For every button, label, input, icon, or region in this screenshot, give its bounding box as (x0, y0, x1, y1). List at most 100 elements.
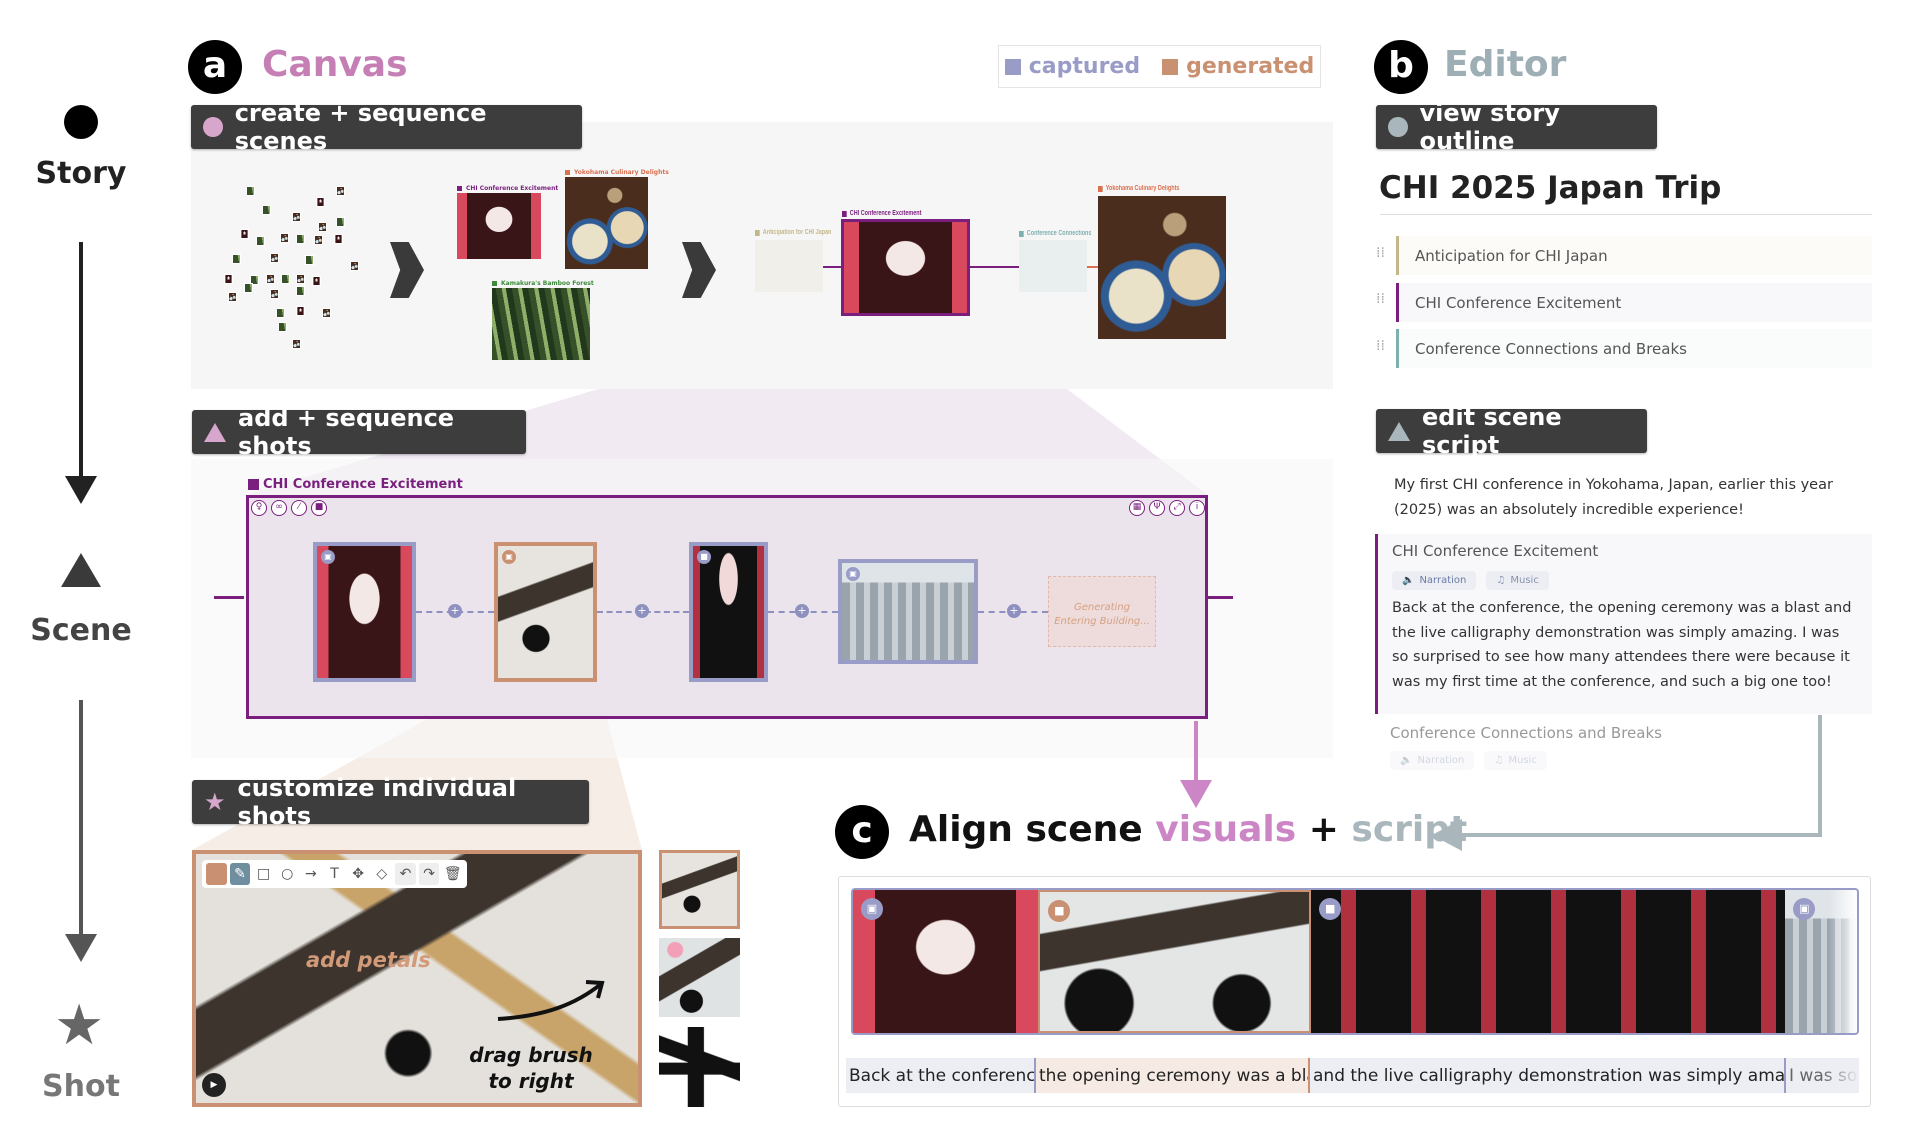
image-icon: ▣ (502, 550, 516, 564)
image-icon: ▣ (846, 567, 860, 581)
scene-card-connections[interactable] (1019, 240, 1087, 292)
narration-chip[interactable]: 🔈Narration (1392, 571, 1477, 590)
filmstrip-shot[interactable]: ■ (1311, 890, 1786, 1033)
scene-script-title: CHI Conference Excitement (1392, 542, 1599, 560)
video-icon: ■ (697, 550, 711, 564)
filmstrip[interactable]: ▣ ■ ■ ▣ (851, 888, 1859, 1035)
trash-icon[interactable]: 🗑 (443, 866, 462, 882)
shot-variant-thumbnail[interactable] (659, 850, 740, 929)
arrow-scene-to-shot (79, 700, 83, 940)
undo-icon[interactable]: ↶ (395, 863, 416, 885)
caption-segment[interactable]: and the live calligraphy demonstration w… (1310, 1058, 1786, 1093)
triangle-icon (1388, 421, 1410, 441)
add-sequence-shots-button[interactable]: add + sequence shots (192, 404, 526, 460)
generated-swatch (1162, 58, 1179, 75)
pencil-icon[interactable]: ✎ (229, 863, 251, 885)
star-icon: ★ (204, 788, 226, 816)
narration-chip[interactable]: 🔈Narration (1390, 751, 1475, 770)
magic-wand-icon[interactable]: ⁄ (291, 500, 307, 516)
scene-title: CHI Conference Excitement (248, 477, 463, 492)
next-scene-script[interactable]: Conference Connections and Breaks 🔈Narra… (1390, 724, 1662, 770)
filmstrip-shot[interactable]: ▣ (853, 890, 1039, 1033)
music-chip[interactable]: ♫Music (1486, 571, 1549, 590)
link-icon[interactable]: ∞ (271, 500, 287, 516)
captured-swatch (1004, 58, 1021, 75)
filmstrip-shot[interactable]: ■ (1038, 890, 1312, 1033)
redo-icon[interactable]: ↷ (418, 863, 440, 885)
lightbulb-icon[interactable]: ♀ (251, 500, 267, 516)
scene-connector (1087, 266, 1098, 268)
badge-a: a (188, 40, 242, 94)
photo-thumbnail (314, 235, 323, 245)
title-divider (1380, 214, 1872, 215)
video-icon: ■ (1048, 900, 1071, 922)
scene-card-chi-conference[interactable] (841, 219, 970, 316)
story-dot-icon (64, 105, 98, 139)
drag-handle-icon[interactable]: ⁞⁞ (1376, 291, 1385, 307)
caption-segment[interactable]: I was so (1789, 1065, 1858, 1086)
expand-icon[interactable]: ⤢ (1169, 500, 1185, 516)
scene-connector (823, 266, 841, 268)
filmstrip-shot[interactable]: ▣ (1785, 890, 1857, 1033)
shot-variant-thumbnail[interactable] (659, 1027, 740, 1107)
add-shot-button[interactable]: + (635, 604, 649, 618)
view-story-outline-button[interactable]: view story outline (1376, 99, 1657, 155)
scene-card-anticipation[interactable] (755, 240, 823, 292)
circle-icon[interactable]: ○ (281, 866, 294, 882)
shot-card[interactable]: ■ (689, 542, 768, 682)
music-chip[interactable]: ♫Music (1484, 751, 1547, 770)
photo-thumbnail (318, 222, 327, 232)
arrow-story-to-scene (79, 242, 83, 482)
editor-title: Editor (1444, 44, 1567, 85)
photo-thumbnail (276, 308, 285, 318)
photo-thumbnail (305, 255, 314, 265)
shot-editor-canvas[interactable]: ✎ □ ○ → T ✥ ◇ ↶ ↷ 🗑 add petals drag brus… (192, 850, 642, 1107)
add-shot-button[interactable]: + (795, 604, 809, 618)
music-note-icon: ♫ (1496, 575, 1506, 586)
create-sequence-scenes-button[interactable]: create + sequence scenes (191, 99, 582, 155)
color-swatch[interactable] (206, 863, 227, 885)
rectangle-icon[interactable]: □ (256, 866, 271, 882)
shot-card[interactable]: ▣ (313, 542, 416, 682)
photo-thumbnail (281, 274, 290, 284)
scene-script-block[interactable]: CHI Conference Excitement 🔈Narration ♫Mus… (1375, 534, 1872, 714)
customize-shots-button[interactable]: ★ customize individual shots (192, 774, 589, 830)
arrowhead-icon (1180, 780, 1212, 808)
info-icon[interactable]: i (1189, 500, 1205, 516)
add-shot-button[interactable]: + (1007, 604, 1021, 618)
add-shot-button[interactable]: + (448, 604, 462, 618)
speaker-icon: 🔈 (1402, 575, 1415, 586)
script-caption-strip[interactable]: Back at the conference, the opening cere… (846, 1058, 1859, 1093)
shot-variant-thumbnail[interactable] (659, 938, 740, 1017)
caption-segment[interactable]: Back at the conference, (846, 1058, 1036, 1093)
edit-scene-script-button[interactable]: edit scene script (1376, 403, 1647, 459)
photo-thumbnail (336, 217, 345, 227)
photo-thumbnail (322, 308, 331, 318)
triangle-icon (204, 422, 226, 442)
scene-script-text[interactable]: Back at the conference, the opening cere… (1392, 600, 1852, 690)
drag-handle-icon[interactable]: ⁞⁞ (1376, 338, 1385, 354)
video-icon[interactable]: ■ (311, 500, 327, 516)
photo-thumbnail (266, 274, 275, 284)
outline-item[interactable]: Conference Connections and Breaks (1396, 329, 1872, 368)
photo-thumbnail (316, 197, 325, 207)
eraser-icon[interactable]: ◇ (376, 866, 388, 882)
grid-icon[interactable]: ▦ (1129, 500, 1145, 516)
outline-item[interactable]: Anticipation for CHI Japan (1396, 236, 1872, 275)
story-intro[interactable]: My first CHI conference in Yokohama, Jap… (1394, 477, 1833, 518)
text-icon[interactable]: T (330, 866, 339, 882)
play-button[interactable]: ▶ (202, 1073, 226, 1097)
shot-star-icon: ★ (54, 993, 105, 1058)
shot-card[interactable]: ▣ (494, 542, 597, 682)
story-title: CHI 2025 Japan Trip (1379, 170, 1722, 206)
level-shot: Shot (42, 1069, 120, 1104)
drag-handle-icon[interactable]: ⁞⁞ (1376, 245, 1385, 261)
timeline-panel (838, 876, 1871, 1107)
move-icon[interactable]: ✥ (352, 866, 365, 882)
merge-icon[interactable]: Ψ (1149, 500, 1165, 516)
outline-item[interactable]: CHI Conference Excitement (1396, 283, 1872, 322)
arrow-icon[interactable]: → (305, 866, 317, 882)
shot-card[interactable]: ▣ (838, 559, 978, 664)
scene-card-culinary[interactable] (1098, 196, 1226, 339)
caption-segment[interactable]: the opening ceremony was a blast (1036, 1058, 1310, 1093)
